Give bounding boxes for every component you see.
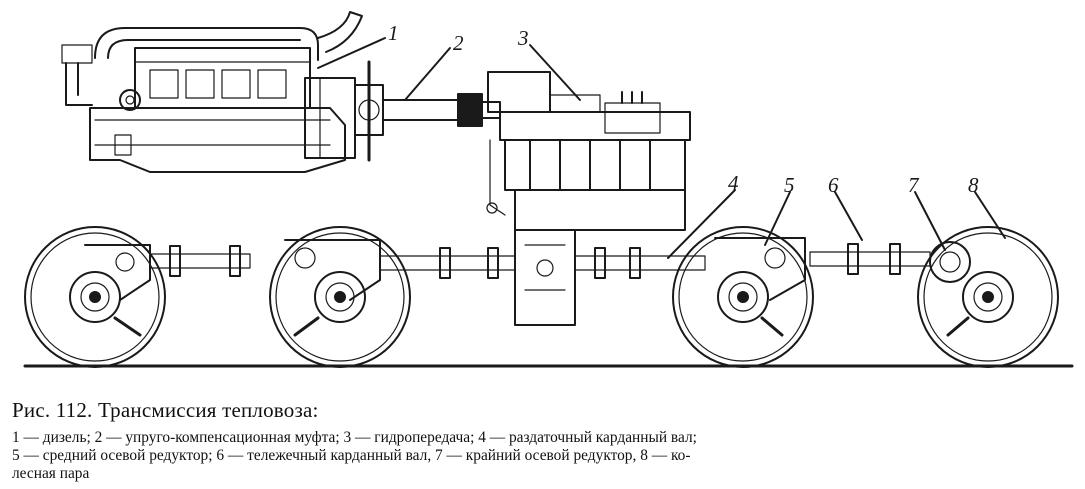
diesel-engine xyxy=(61,11,363,173)
legend-line-1: 1 — дизель; 2 — упруго-компенсационная м… xyxy=(12,429,697,446)
legend-line-2: 5 — средний осевой редуктор; 6 — тележеч… xyxy=(12,447,691,464)
legend-line-3: лесная пара xyxy=(12,465,90,482)
callout-3: 3 xyxy=(517,26,529,50)
callout-5: 5 xyxy=(784,173,795,197)
figure-caption: Рис. 112. Трансмиссия тепловоза: 1 — диз… xyxy=(12,398,1072,483)
callout-7: 7 xyxy=(908,173,920,197)
elastic-coupling xyxy=(354,60,501,162)
wheelset-2 xyxy=(269,226,411,368)
wheelset-3 xyxy=(672,226,814,368)
callout-8: 8 xyxy=(968,173,979,197)
callout-leaders xyxy=(317,37,1006,259)
figure-legend: 1 — дизель; 2 — упруго-компенсационная м… xyxy=(12,429,1072,483)
callout-2: 2 xyxy=(453,31,464,55)
wheelset-1 xyxy=(24,226,166,368)
locomotive-transmission-drawing: 1 2 3 4 5 6 7 8 xyxy=(23,11,1074,368)
transfer-gearbox xyxy=(514,229,576,326)
wheelset-4 xyxy=(917,226,1059,368)
figure-title: Рис. 112. Трансмиссия тепловоза: xyxy=(12,398,319,422)
cardan-shafts xyxy=(149,243,931,279)
callout-4: 4 xyxy=(728,171,739,195)
callout-6: 6 xyxy=(828,173,839,197)
callout-1: 1 xyxy=(388,21,399,45)
hydraulic-transmission xyxy=(486,71,691,231)
